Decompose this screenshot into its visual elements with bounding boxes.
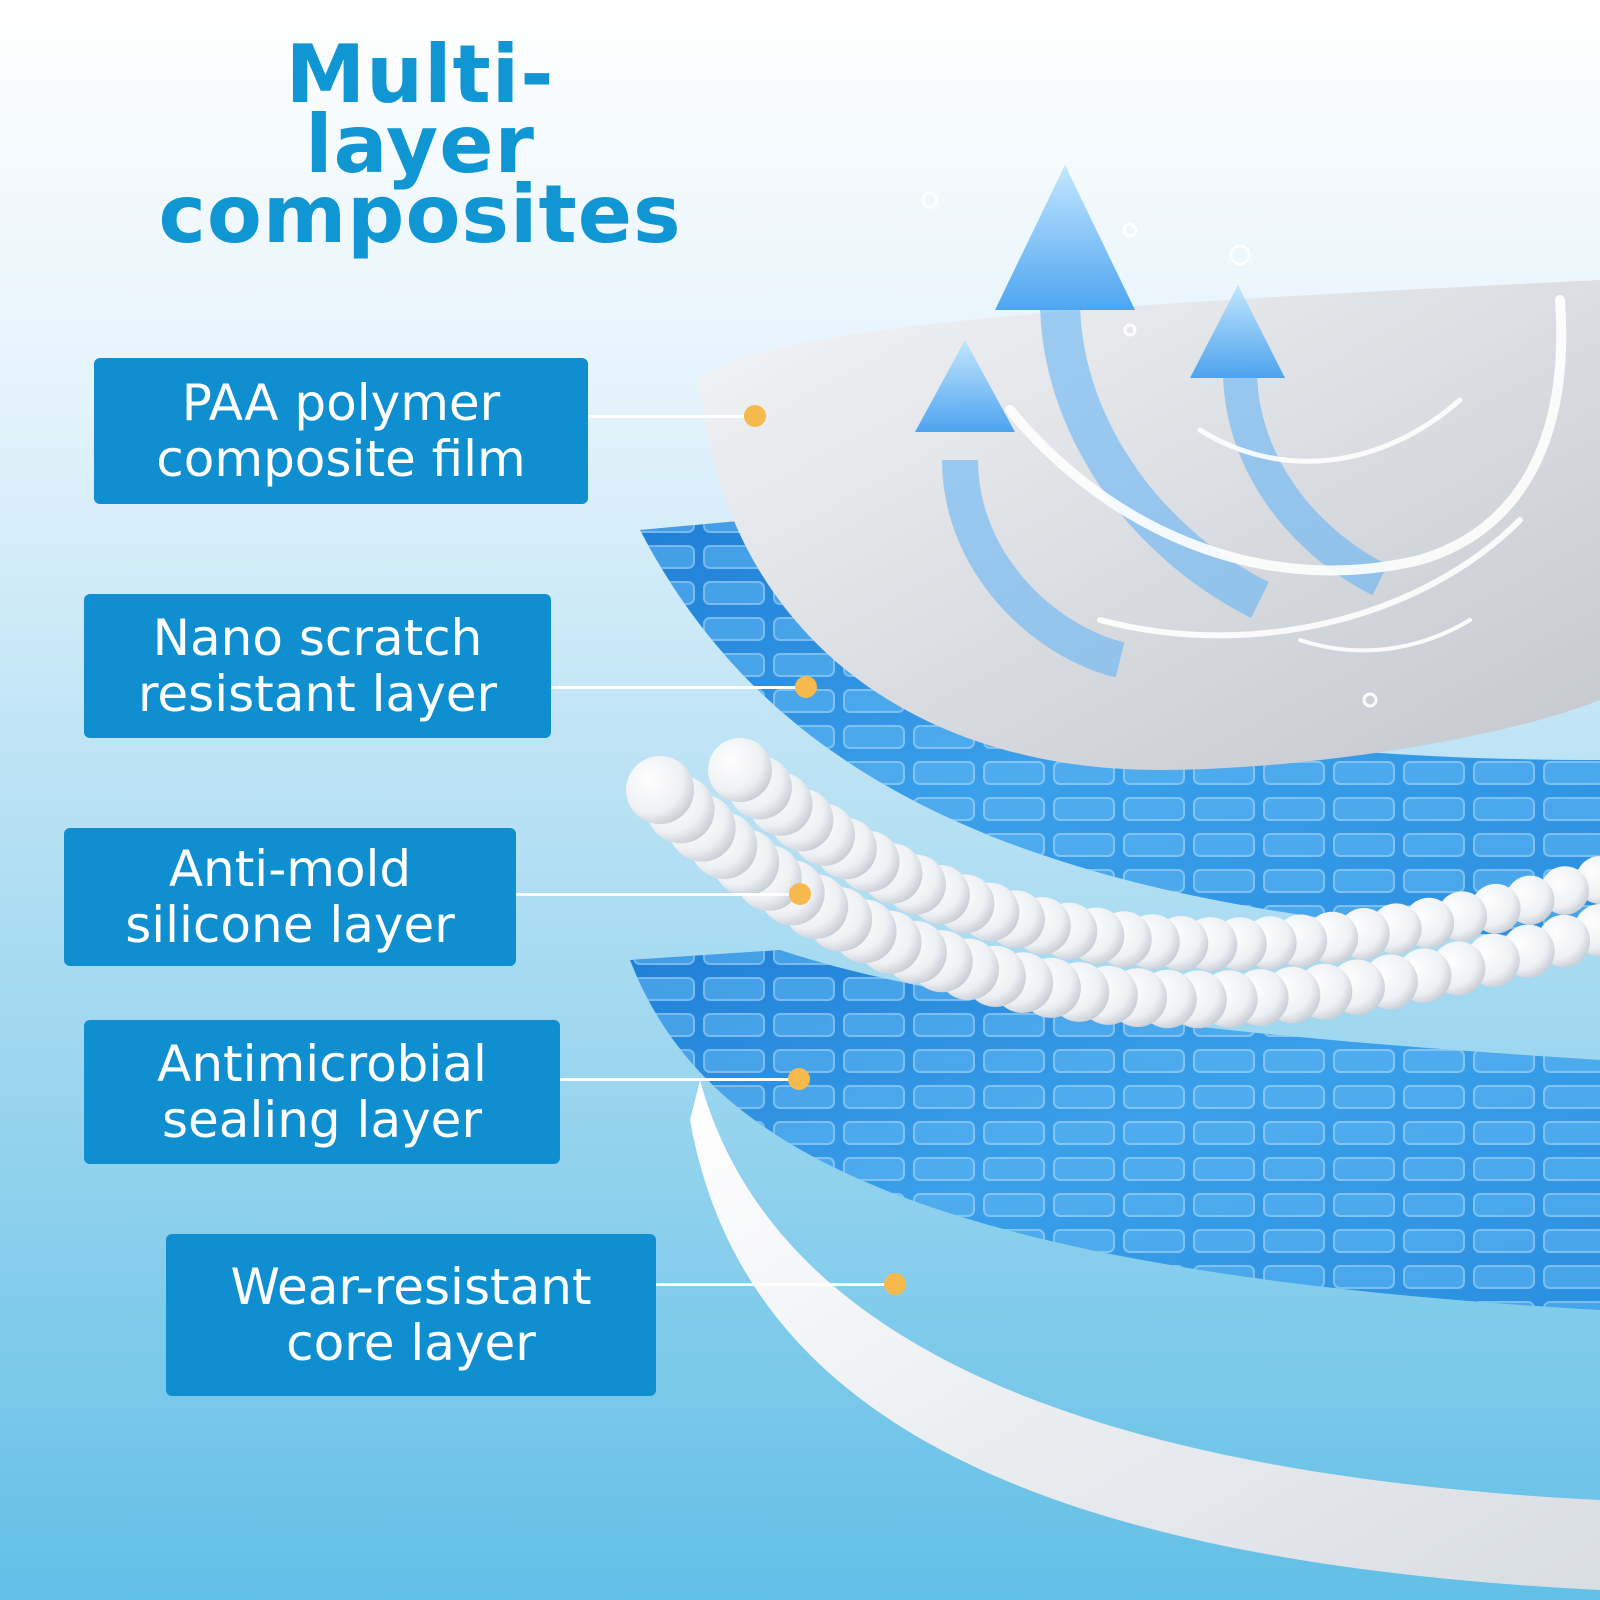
- title-line-1: Multi-: [285, 28, 555, 121]
- label-line-2: sealing layer: [162, 1091, 482, 1149]
- leader-line: [551, 686, 807, 689]
- label-line-2: composite film: [156, 430, 526, 488]
- arrow-up-icon: [915, 165, 1388, 678]
- label-line-1: Antimicrobial: [157, 1035, 487, 1093]
- wear-resistant-core-layer: [690, 1080, 1600, 1590]
- label-wear-resistant-core-layer: Wear-resistant core layer: [166, 1234, 656, 1396]
- marker-dot: [795, 676, 817, 698]
- label-line-2: resistant layer: [137, 665, 498, 723]
- marker-dot: [884, 1273, 906, 1295]
- water-splash-icon: [921, 191, 1567, 708]
- leader-line: [588, 415, 756, 418]
- title-line-2: layer composites: [158, 98, 682, 261]
- label-paa-polymer-film: PAA polymer composite film: [94, 358, 588, 504]
- label-line-1: Anti-mold: [168, 840, 412, 898]
- marker-dot: [789, 883, 811, 905]
- anti-mold-silicone-layer: [626, 738, 1600, 1029]
- label-antimicrobial-sealing-layer: Antimicrobial sealing layer: [84, 1020, 560, 1164]
- label-line-1: PAA polymer: [181, 374, 501, 432]
- label-anti-mold-silicone-layer: Anti-mold silicone layer: [64, 828, 516, 966]
- page-title: Multi- layer composites: [40, 28, 800, 261]
- marker-dot: [788, 1068, 810, 1090]
- leader-line: [516, 893, 801, 896]
- leader-line: [656, 1283, 896, 1286]
- label-line-1: Nano scratch: [152, 609, 483, 667]
- silicone-bead: [708, 738, 772, 802]
- label-nano-scratch-layer: Nano scratch resistant layer: [84, 594, 551, 738]
- marker-dot: [744, 405, 766, 427]
- leader-line: [560, 1078, 800, 1081]
- label-line-2: core layer: [286, 1314, 536, 1372]
- label-line-1: Wear-resistant: [230, 1258, 592, 1316]
- silicone-bead: [626, 756, 694, 824]
- label-line-2: silicone layer: [125, 896, 455, 954]
